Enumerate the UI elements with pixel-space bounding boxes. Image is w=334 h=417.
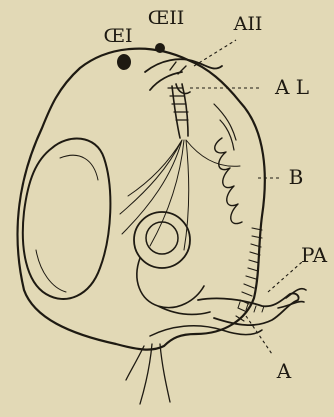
label-a2: AII: [233, 13, 263, 35]
label-pa: PA: [301, 243, 328, 267]
eye-one: [117, 54, 131, 70]
eye-two: [155, 43, 165, 53]
label-oe2: ŒII: [148, 7, 185, 29]
label-b: B: [289, 165, 304, 189]
label-al: A L: [274, 75, 309, 99]
label-oe1: ŒI: [103, 25, 132, 47]
label-a: A: [276, 359, 292, 383]
